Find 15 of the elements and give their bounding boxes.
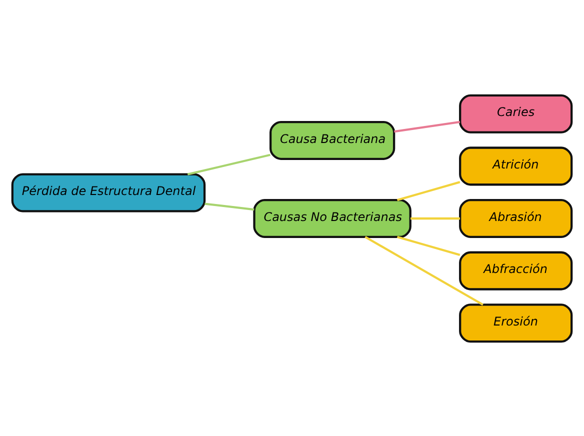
connector — [364, 236, 484, 306]
node-box: Causas No Bacterianas — [253, 198, 412, 238]
node-box: Abfracción — [459, 250, 573, 290]
connector — [396, 180, 460, 201]
connector — [187, 153, 270, 175]
connector — [410, 216, 460, 220]
node-box: Pérdida de Estructura Dental — [11, 172, 206, 212]
node-box: Caries — [459, 94, 573, 133]
node-box: Causa Bacteriana — [269, 120, 396, 160]
node-box: Atrición — [459, 146, 573, 186]
node-box: Erosión — [459, 303, 573, 342]
connector — [396, 235, 460, 256]
node-box: Abrasión — [459, 198, 573, 238]
connector — [204, 202, 254, 210]
connector — [394, 120, 460, 132]
